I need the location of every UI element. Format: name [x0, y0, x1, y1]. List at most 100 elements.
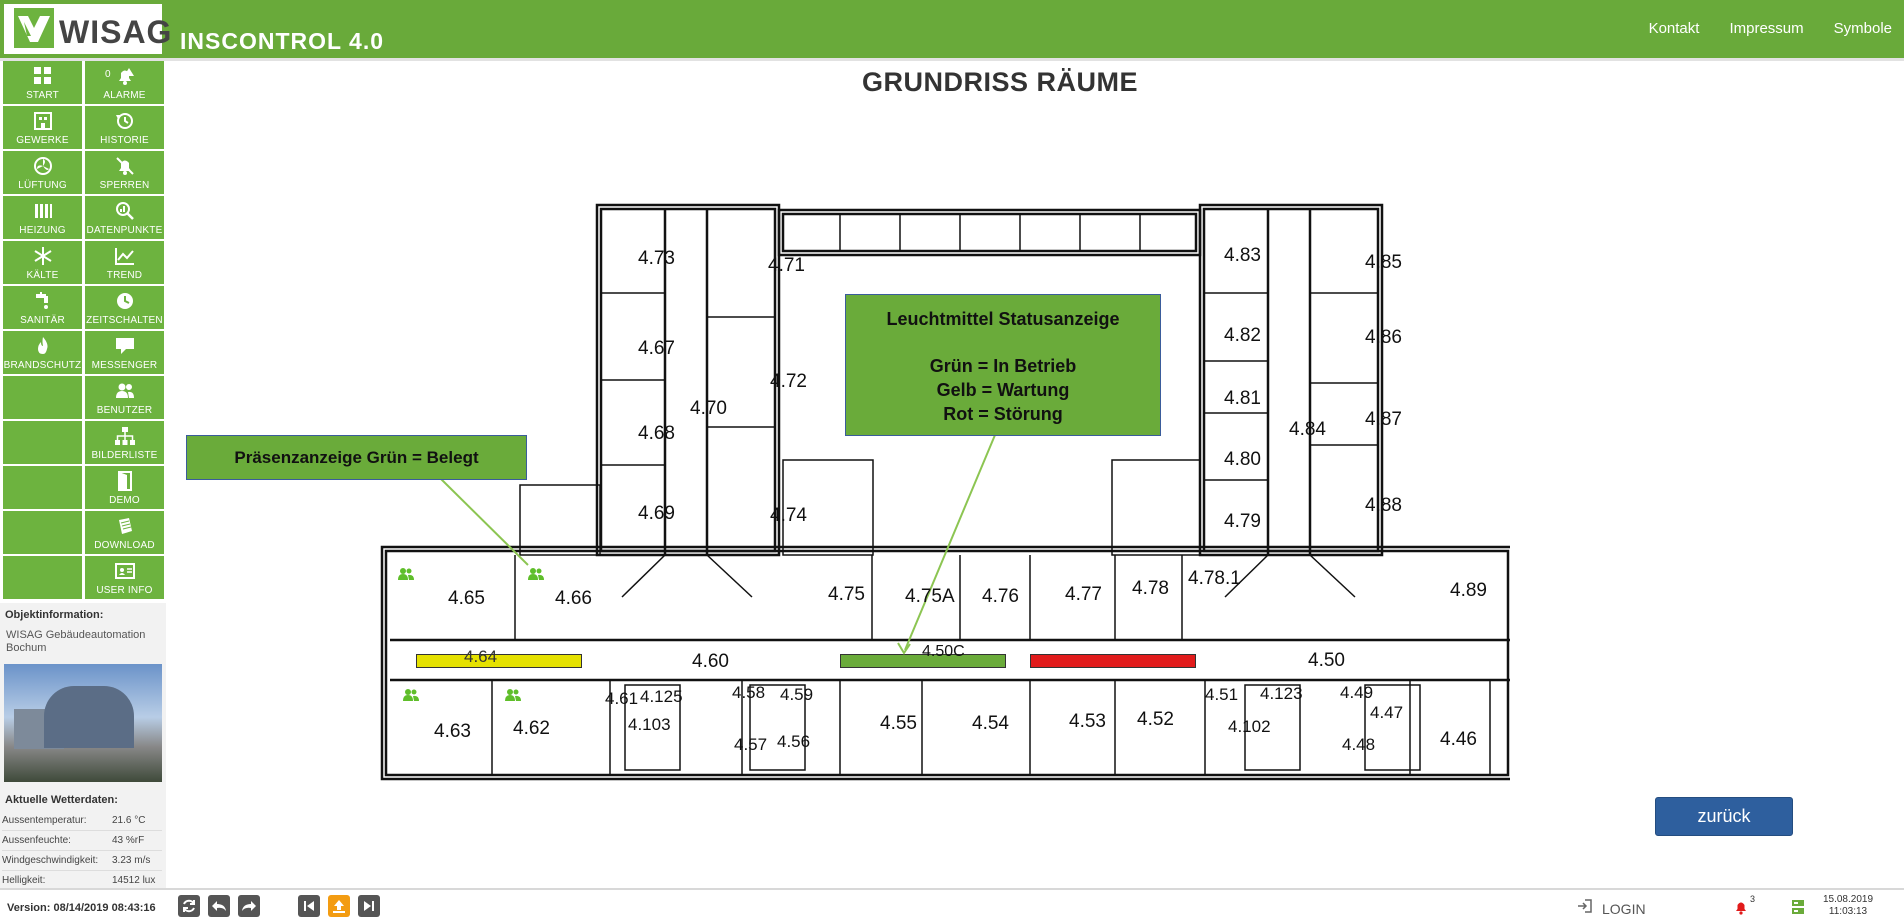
room-label[interactable]: 4.73 [638, 248, 675, 269]
nav-label: SANITÄR [20, 315, 65, 326]
first-page-button[interactable] [298, 895, 320, 917]
weather-value: 14512 lux [112, 875, 156, 886]
nav-brandschutz[interactable]: BRANDSCHUTZ [3, 331, 82, 374]
room-label[interactable]: 4.60 [692, 651, 729, 672]
nav-gewerke[interactable]: GEWERKE [3, 106, 82, 149]
nav-historie[interactable]: HISTORIE [85, 106, 164, 149]
nav-kaelte[interactable]: KÄLTE [3, 241, 82, 284]
nav-datenpunkte[interactable]: DATENPUNKTE [85, 196, 164, 239]
forward-arrow-button[interactable] [238, 895, 260, 917]
last-page-button[interactable] [358, 895, 380, 917]
room-label[interactable]: 4.85 [1365, 252, 1402, 273]
room-label[interactable]: 4.62 [513, 718, 550, 739]
room-label[interactable]: 4.58 [732, 683, 766, 702]
room-label[interactable]: 4.57 [734, 735, 768, 754]
room-label[interactable]: 4.49 [1340, 683, 1374, 702]
room-label[interactable]: 4.125 [640, 687, 683, 706]
room-label[interactable]: 4.78.1 [1188, 568, 1241, 589]
room-label[interactable]: 4.56 [777, 732, 811, 751]
room-label[interactable]: 4.50 [1308, 650, 1345, 671]
room-label[interactable]: 4.89 [1450, 580, 1487, 601]
room-label[interactable]: 4.55 [880, 713, 917, 734]
room-label[interactable]: 4.72 [770, 371, 807, 392]
room-label[interactable]: 4.66 [555, 588, 592, 609]
wisag-logo[interactable]: WISAG [4, 4, 171, 54]
presence-icon [403, 689, 419, 701]
room-label[interactable]: 4.52 [1137, 709, 1174, 730]
login-icon[interactable] [1577, 898, 1593, 914]
room-label[interactable]: 4.83 [1224, 245, 1261, 266]
nav-empty-tile [3, 421, 82, 464]
nav-sperren[interactable]: SPERREN [85, 151, 164, 194]
nav-download[interactable]: DOWNLOAD [85, 511, 164, 554]
room-label[interactable]: 4.103 [628, 715, 671, 734]
room-label[interactable]: 4.71 [768, 255, 805, 276]
light-status-bar-yellow[interactable] [416, 654, 582, 668]
room-label[interactable]: 4.81 [1224, 388, 1261, 409]
login-link[interactable]: LOGIN [1602, 901, 1646, 917]
room-label[interactable]: 4.59 [780, 685, 814, 704]
room-label[interactable]: 4.50C [922, 643, 965, 660]
room-label[interactable]: 4.76 [982, 586, 1019, 607]
symbole-link[interactable]: Symbole [1833, 20, 1892, 37]
nav-demo[interactable]: DEMO [85, 466, 164, 509]
nav-start[interactable]: START [3, 61, 82, 104]
room-label[interactable]: 4.80 [1224, 449, 1261, 470]
upload-button[interactable] [328, 895, 350, 917]
room-label[interactable]: 4.87 [1365, 409, 1402, 430]
room-label[interactable]: 4.68 [638, 423, 675, 444]
room-label[interactable]: 4.75A [905, 586, 955, 607]
room-label[interactable]: 4.74 [770, 505, 807, 526]
object-info-header: Objektinformation: [5, 609, 104, 621]
room-label[interactable]: 4.61 [605, 689, 639, 708]
room-label[interactable]: 4.46 [1440, 729, 1477, 750]
light-status-bar-red[interactable] [1030, 654, 1196, 668]
room-label[interactable]: 4.54 [972, 713, 1009, 734]
room-label[interactable]: 4.102 [1228, 717, 1271, 736]
weather-header: Aktuelle Wetterdaten: [5, 794, 118, 806]
room-label[interactable]: 4.67 [638, 338, 675, 359]
back-arrow-button[interactable] [208, 895, 230, 917]
alarm-count-badge: 0 [105, 69, 111, 80]
back-button[interactable]: zurück [1655, 797, 1793, 836]
room-label[interactable]: 4.75 [828, 584, 865, 605]
alarm-bell-icon[interactable] [1733, 899, 1749, 915]
room-label[interactable]: 4.63 [434, 721, 471, 742]
room-label[interactable]: 4.51 [1205, 685, 1239, 704]
date-time-display: 15.08.2019 11:03:13 [1808, 894, 1888, 918]
room-label[interactable]: 4.82 [1224, 325, 1261, 346]
room-label[interactable]: 4.69 [638, 503, 675, 524]
nav-messenger[interactable]: MESSENGER [85, 331, 164, 374]
refresh-button[interactable] [178, 895, 200, 917]
room-label[interactable]: 4.48 [1342, 735, 1376, 754]
room-label[interactable]: 4.53 [1069, 711, 1106, 732]
room-label[interactable]: 4.65 [448, 588, 485, 609]
magnifier-chart-icon [115, 202, 134, 220]
nav-benutzer[interactable]: BENUTZER [85, 376, 164, 419]
room-label[interactable]: 4.84 [1289, 419, 1326, 440]
room-label[interactable]: 4.78 [1132, 578, 1169, 599]
nav-user-info[interactable]: USER INFO [85, 556, 164, 599]
room-label[interactable]: 4.70 [690, 398, 727, 419]
nav-zeitschalten[interactable]: ZEITSCHALTEN [85, 286, 164, 329]
room-label[interactable]: 4.77 [1065, 584, 1102, 605]
building-photo-main [44, 686, 134, 748]
refresh-icon [183, 899, 195, 913]
nav-heizung[interactable]: HEIZUNG [3, 196, 82, 239]
building-icon [33, 112, 52, 130]
nav-lueftung[interactable]: LÜFTUNG [3, 151, 82, 194]
nav-sanitaer[interactable]: SANITÄR [3, 286, 82, 329]
nav-trend[interactable]: TREND [85, 241, 164, 284]
room-label[interactable]: 4.79 [1224, 511, 1261, 532]
room-label[interactable]: 4.88 [1365, 495, 1402, 516]
impressum-link[interactable]: Impressum [1729, 20, 1804, 37]
kontakt-link[interactable]: Kontakt [1648, 20, 1700, 37]
nav-bilderliste[interactable]: BILDERLISTE [85, 421, 164, 464]
room-label[interactable]: 4.47 [1370, 703, 1404, 722]
room-label[interactable]: 4.123 [1260, 684, 1303, 703]
light-status-bar-green[interactable] [840, 654, 1006, 668]
nav-alarme[interactable]: 0 ALARME [85, 61, 164, 104]
room-label[interactable]: 4.86 [1365, 327, 1402, 348]
sidebar: START 0 ALARME GEWERKE HISTORIE LÜFTUNG … [0, 61, 166, 603]
room-label[interactable]: 4.64 [464, 647, 498, 666]
